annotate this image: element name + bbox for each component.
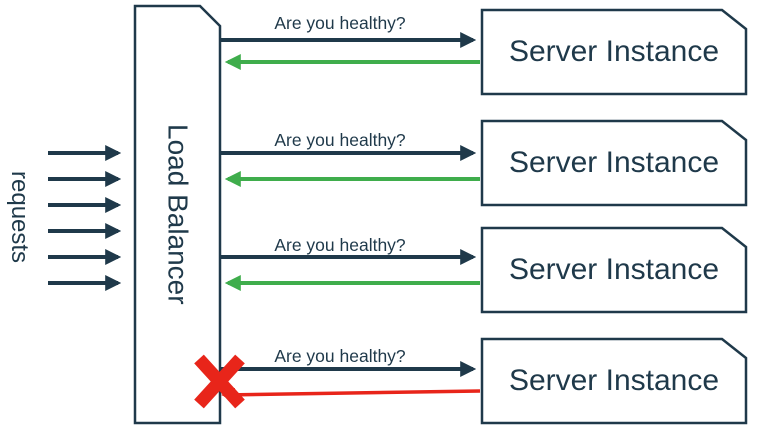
server-box-4 (480, 337, 748, 425)
health-question-1: Are you healthy? (274, 13, 406, 33)
health-question-2: Are you healthy? (274, 130, 406, 150)
red-x-icon (194, 354, 245, 409)
server-box-1 (480, 8, 748, 96)
server-instance-label-3: Server Instance (508, 253, 720, 286)
server-instance-label-1: Server Instance (508, 35, 720, 68)
health-question-3: Are you healthy? (274, 235, 406, 255)
server-instance-label-4: Server Instance (508, 364, 720, 397)
server-box-2 (480, 119, 748, 207)
server-instance-label-2: Server Instance (508, 146, 720, 179)
requests-label: requests (6, 171, 33, 264)
health-question-4: Are you healthy? (274, 346, 406, 366)
server-box-3 (480, 226, 748, 314)
load-balancer-box (133, 4, 222, 425)
load-balancer-label: Load Balancer (162, 124, 194, 305)
failed-response-arrow (221, 387, 481, 402)
